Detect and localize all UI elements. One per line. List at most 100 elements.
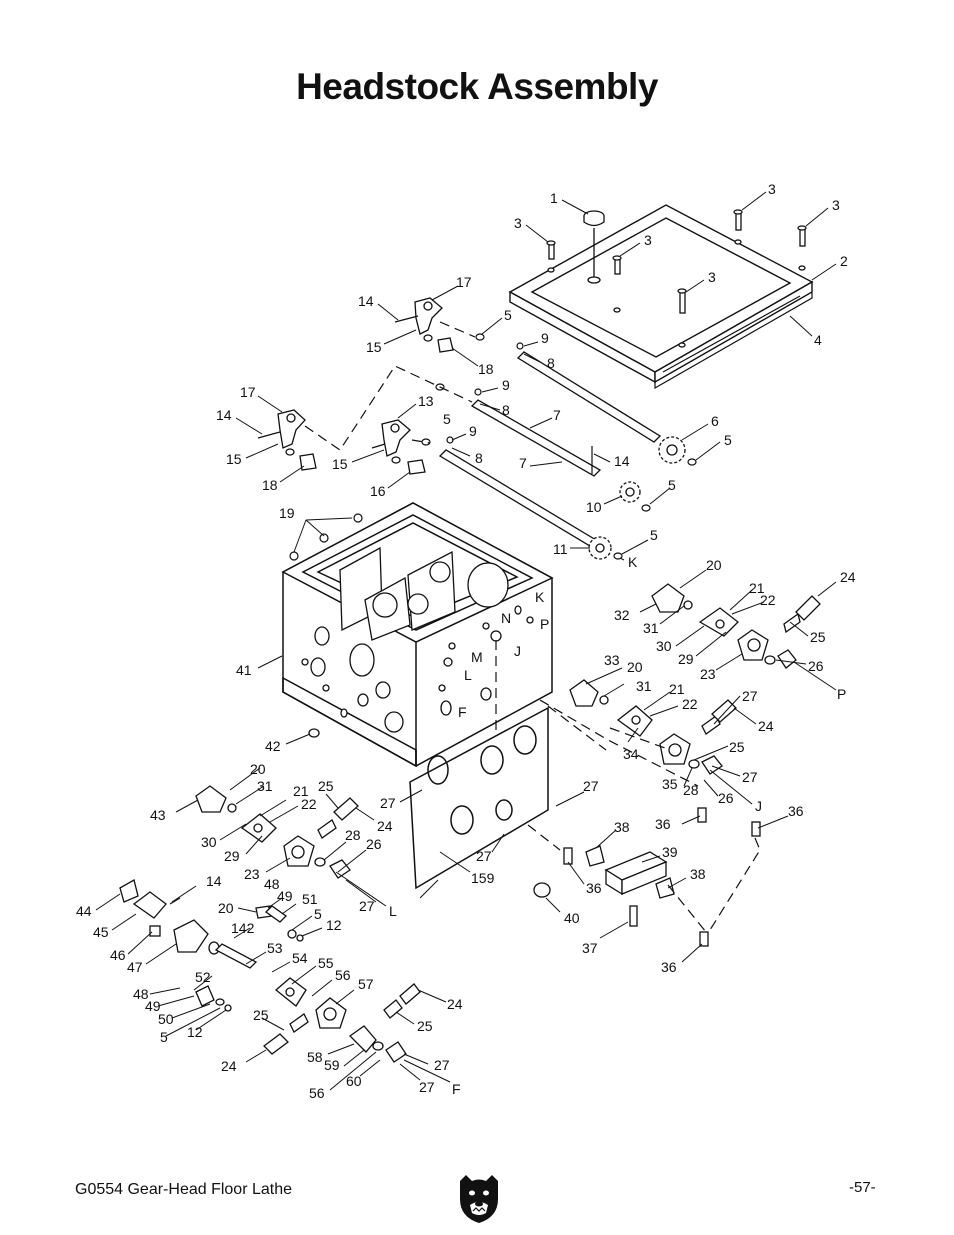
callout-14: 14 bbox=[358, 293, 374, 309]
callout-leader-lines bbox=[95, 191, 837, 1091]
callout-14: 14 bbox=[206, 873, 222, 889]
dashed-leaders-main bbox=[495, 640, 761, 933]
callout-22: 22 bbox=[760, 592, 776, 608]
callout-142: 142 bbox=[231, 920, 255, 936]
shift-fork-upper bbox=[394, 297, 454, 353]
callout-25: 25 bbox=[729, 739, 745, 755]
callout-20: 20 bbox=[706, 557, 722, 573]
callout-20: 20 bbox=[218, 900, 234, 916]
callout-37: 37 bbox=[582, 940, 598, 956]
callout-36: 36 bbox=[655, 816, 671, 832]
callout-27: 27 bbox=[359, 898, 375, 914]
callout-36: 36 bbox=[788, 803, 804, 819]
callout-9: 9 bbox=[541, 330, 549, 346]
callout-24: 24 bbox=[758, 718, 774, 734]
callout-42: 42 bbox=[265, 738, 281, 754]
callout-7: 7 bbox=[519, 455, 527, 471]
gearbox-cover bbox=[508, 204, 814, 384]
callout-12: 12 bbox=[326, 917, 342, 933]
callout-36: 36 bbox=[661, 959, 677, 975]
callout-23: 23 bbox=[244, 866, 260, 882]
callout-31: 31 bbox=[643, 620, 659, 636]
cover-knob-part-1 bbox=[583, 210, 605, 284]
callout-20: 20 bbox=[627, 659, 643, 675]
callout-29: 29 bbox=[678, 651, 694, 667]
callout-39: 39 bbox=[662, 844, 678, 860]
callout-5: 5 bbox=[160, 1029, 168, 1045]
headstock-box-interior bbox=[339, 546, 509, 641]
callout-10: 10 bbox=[586, 499, 602, 515]
callout-48: 48 bbox=[264, 876, 280, 892]
handle-group-right-upper bbox=[651, 583, 821, 669]
callout-21: 21 bbox=[293, 783, 309, 799]
cover-gasket bbox=[654, 292, 813, 390]
handle-group-right-mid bbox=[569, 679, 737, 775]
oil-sight-part-42 bbox=[308, 728, 320, 738]
callout-46: 46 bbox=[110, 947, 126, 963]
callout-50: 50 bbox=[158, 1011, 174, 1027]
callout-21: 21 bbox=[749, 580, 765, 596]
callout-54: 54 bbox=[292, 950, 308, 966]
callout-36: 36 bbox=[586, 880, 602, 896]
callout-47: 47 bbox=[127, 959, 143, 975]
callout-2: 2 bbox=[840, 253, 848, 269]
callout-44: 44 bbox=[76, 903, 92, 919]
handle-group-left bbox=[195, 785, 359, 879]
callout-16: 16 bbox=[370, 483, 386, 499]
box-plugs-part-19 bbox=[289, 513, 363, 561]
callout-32: 32 bbox=[614, 607, 630, 623]
callout-L: L bbox=[389, 903, 397, 919]
footer-model: G0554 Gear-Head Floor Lathe bbox=[75, 1181, 293, 1198]
shift-fork-left bbox=[257, 409, 317, 471]
callout-28: 28 bbox=[683, 782, 699, 798]
bear-head-icon bbox=[460, 1175, 498, 1223]
callout-17: 17 bbox=[240, 384, 256, 400]
callout-9: 9 bbox=[469, 423, 477, 439]
callout-13: 13 bbox=[418, 393, 434, 409]
callout-8: 8 bbox=[547, 355, 555, 371]
callout-3: 3 bbox=[832, 197, 840, 213]
callout-25: 25 bbox=[318, 778, 334, 794]
callout-17: 17 bbox=[456, 274, 472, 290]
callout-F: F bbox=[458, 704, 467, 720]
callout-F: F bbox=[452, 1081, 461, 1097]
callout-labels: 1 3 3 3 3 3 2 4 17 14 5 15 9 18 8 9 17 1… bbox=[76, 181, 856, 1101]
callout-P: P bbox=[540, 616, 549, 632]
callout-25: 25 bbox=[417, 1018, 433, 1034]
callout-22: 22 bbox=[301, 796, 317, 812]
callout-27: 27 bbox=[434, 1057, 450, 1073]
callout-3: 3 bbox=[708, 269, 716, 285]
callout-41: 41 bbox=[236, 662, 252, 678]
callout-28: 28 bbox=[345, 827, 361, 843]
callout-5: 5 bbox=[650, 527, 658, 543]
callout-8: 8 bbox=[502, 402, 510, 418]
callout-27: 27 bbox=[380, 795, 396, 811]
page-title: Headstock Assembly bbox=[296, 66, 658, 107]
callout-159: 159 bbox=[471, 870, 495, 886]
small-parts-washers bbox=[421, 333, 697, 560]
callout-27: 27 bbox=[476, 848, 492, 864]
callout-K: K bbox=[628, 554, 638, 570]
callout-34: 34 bbox=[623, 746, 639, 762]
callout-56: 56 bbox=[335, 967, 351, 983]
callout-48: 48 bbox=[133, 986, 149, 1002]
callout-43: 43 bbox=[150, 807, 166, 823]
callout-31: 31 bbox=[257, 778, 273, 794]
callout-38: 38 bbox=[690, 866, 706, 882]
cover-screws-part-3 bbox=[546, 209, 807, 348]
callout-3: 3 bbox=[768, 181, 776, 197]
callout-25: 25 bbox=[253, 1007, 269, 1023]
shift-fork-middle bbox=[371, 419, 426, 475]
callout-19: 19 bbox=[279, 505, 295, 521]
callout-33: 33 bbox=[604, 652, 620, 668]
callout-24: 24 bbox=[377, 818, 393, 834]
callout-24: 24 bbox=[447, 996, 463, 1012]
callout-6: 6 bbox=[711, 413, 719, 429]
callout-18: 18 bbox=[478, 361, 494, 377]
footer-page-number: -57- bbox=[849, 1179, 876, 1196]
callout-31: 31 bbox=[636, 678, 652, 694]
callout-5: 5 bbox=[668, 477, 676, 493]
callout-5: 5 bbox=[443, 411, 451, 427]
callout-52: 52 bbox=[195, 969, 211, 985]
